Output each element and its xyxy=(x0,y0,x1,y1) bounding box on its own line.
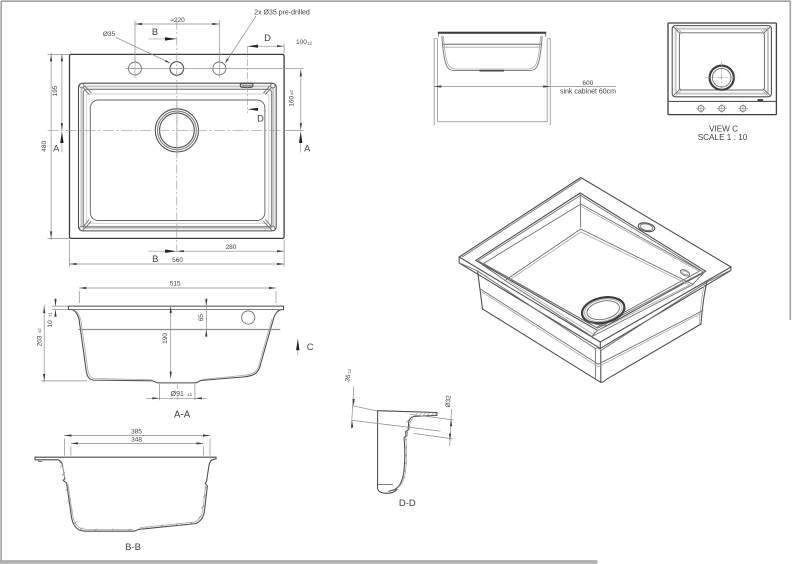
svg-text:515: 515 xyxy=(170,280,181,287)
svg-text:±2: ±2 xyxy=(308,41,313,46)
svg-text:190: 190 xyxy=(162,333,169,344)
svg-text:±1: ±1 xyxy=(48,311,53,316)
svg-text:±1: ±1 xyxy=(346,368,352,374)
svg-text:385: 385 xyxy=(131,429,142,436)
svg-text:560: 560 xyxy=(172,257,183,264)
svg-text:480: 480 xyxy=(41,140,48,151)
svg-text:Ø91: Ø91 xyxy=(171,391,184,398)
svg-text:160: 160 xyxy=(289,95,296,106)
svg-text:A: A xyxy=(53,142,60,153)
svg-text:sink cabinet 60cm: sink cabinet 60cm xyxy=(560,88,616,95)
svg-text:D: D xyxy=(257,113,264,124)
svg-text:35: 35 xyxy=(344,374,352,383)
svg-text:600: 600 xyxy=(582,80,593,87)
svg-text:±2: ±2 xyxy=(37,328,42,333)
svg-text:VIEW C: VIEW C xyxy=(709,125,738,134)
svg-text:A: A xyxy=(304,142,311,153)
svg-text:A-A: A-A xyxy=(174,410,191,421)
svg-text:348: 348 xyxy=(131,437,142,444)
svg-text:B-B: B-B xyxy=(125,542,141,553)
svg-text:Ø32: Ø32 xyxy=(445,395,453,408)
svg-text:C: C xyxy=(307,341,314,352)
svg-text:100: 100 xyxy=(296,39,307,46)
svg-text:B: B xyxy=(152,26,158,37)
svg-text:D-D: D-D xyxy=(399,498,416,509)
svg-text:280: 280 xyxy=(226,244,237,251)
svg-text:203: 203 xyxy=(36,335,43,346)
svg-text:65: 65 xyxy=(198,314,205,322)
svg-text:195: 195 xyxy=(52,85,59,96)
svg-text:±2: ±2 xyxy=(289,90,294,95)
svg-text:SCALE 1 : 10: SCALE 1 : 10 xyxy=(698,133,748,142)
svg-text:Ø35: Ø35 xyxy=(103,31,116,38)
svg-text:B: B xyxy=(152,253,158,264)
svg-text:≈220: ≈220 xyxy=(170,17,185,24)
svg-text:D: D xyxy=(264,32,271,43)
svg-text:2x Ø35 pre-drilled: 2x Ø35 pre-drilled xyxy=(254,10,310,17)
svg-text:10: 10 xyxy=(47,320,54,328)
svg-text:±1: ±1 xyxy=(187,392,192,397)
